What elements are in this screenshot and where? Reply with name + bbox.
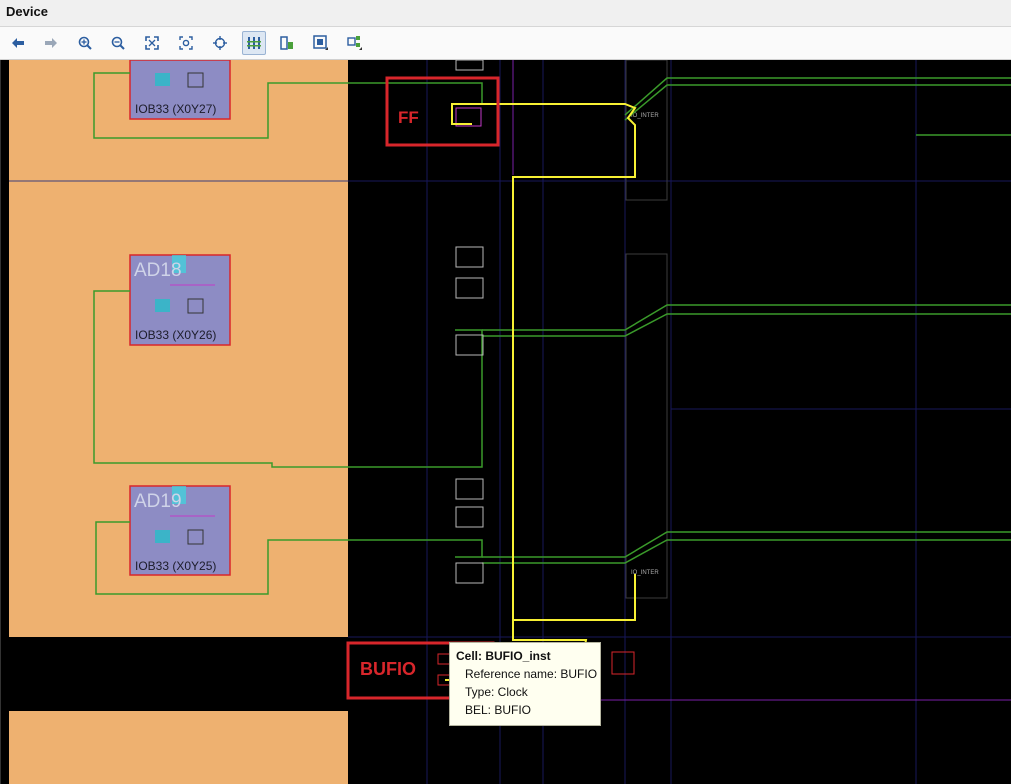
arrow-left-icon bbox=[12, 38, 24, 48]
clock-spine bbox=[512, 60, 1011, 701]
back-button[interactable] bbox=[6, 31, 30, 55]
tooltip-type: Type: Clock bbox=[465, 685, 528, 699]
autofit-selection-button[interactable] bbox=[208, 31, 232, 55]
interconnect-tile bbox=[625, 60, 668, 201]
routing-resources-button[interactable] bbox=[242, 31, 266, 55]
tooltip-cell: Cell: BUFIO_inst bbox=[456, 649, 551, 663]
device-canvas[interactable]: IO_INTER IO_INTER IOB33 (X0Y27) AD18 IOB… bbox=[0, 60, 1011, 784]
report-icon bbox=[280, 36, 293, 50]
zoom-fit-button[interactable] bbox=[140, 31, 164, 55]
pad-name: AD19 bbox=[134, 491, 182, 512]
pad-name: AD18 bbox=[134, 260, 182, 281]
forward-button[interactable] bbox=[39, 31, 63, 55]
reports-button[interactable] bbox=[275, 31, 299, 55]
pblock-icon bbox=[313, 35, 328, 50]
selected-clock-net[interactable] bbox=[445, 103, 637, 681]
zoom-in-icon bbox=[78, 36, 92, 50]
settings-button[interactable] bbox=[343, 31, 367, 55]
iob-pad-x0y26[interactable]: AD18 IOB33 (X0Y26) bbox=[129, 254, 231, 346]
iob-pad-x0y25[interactable]: AD19 IOB33 (X0Y25) bbox=[129, 485, 231, 576]
interconnect-tile bbox=[625, 253, 668, 599]
fit-icon bbox=[145, 36, 159, 50]
device-window-titlebar: Device bbox=[0, 0, 1011, 27]
draw-pblock-button[interactable] bbox=[309, 31, 333, 55]
crosshair-icon bbox=[213, 36, 227, 50]
zoom-out-button[interactable] bbox=[106, 31, 130, 55]
iob-pad-x0y27[interactable]: IOB33 (X0Y27) bbox=[129, 60, 231, 120]
iob-site-label: IOB33 (X0Y26) bbox=[135, 328, 216, 342]
routing-icon bbox=[247, 37, 261, 49]
tooltip-reference: Reference name: BUFIO bbox=[465, 667, 598, 681]
tooltip-bel: BEL: BUFIO bbox=[465, 703, 532, 717]
cell-tooltip: Cell: BUFIO_inst Reference name: BUFIO T… bbox=[449, 642, 601, 726]
bufio-callout-label: BUFIO bbox=[360, 659, 416, 679]
zoom-selected-button[interactable] bbox=[174, 31, 198, 55]
arrow-right-icon bbox=[45, 38, 57, 48]
slice-cells bbox=[455, 60, 484, 584]
iob-site-label: IOB33 (X0Y27) bbox=[135, 102, 216, 116]
ff-callout: FF bbox=[385, 76, 500, 147]
ff-cell[interactable] bbox=[455, 107, 482, 127]
zoom-out-icon bbox=[111, 36, 125, 50]
zoom-selected-icon bbox=[179, 36, 193, 50]
routed-nets bbox=[93, 72, 1011, 595]
device-view[interactable]: IO_INTER IO_INTER IOB33 (X0Y27) AD18 IOB… bbox=[0, 60, 1011, 784]
interconnect-label: IO_INTER bbox=[631, 113, 659, 119]
ff-callout-label: FF bbox=[398, 108, 419, 127]
clock-region-grid bbox=[348, 60, 1011, 784]
io-bank-region-lower bbox=[9, 711, 348, 784]
device-toolbar bbox=[0, 27, 1011, 60]
settings-icon bbox=[347, 36, 362, 50]
iob-site-label: IOB33 (X0Y25) bbox=[135, 559, 216, 573]
interconnect-label: IO_INTER bbox=[631, 570, 659, 576]
zoom-in-button[interactable] bbox=[73, 31, 97, 55]
window-title: Device bbox=[6, 4, 48, 19]
